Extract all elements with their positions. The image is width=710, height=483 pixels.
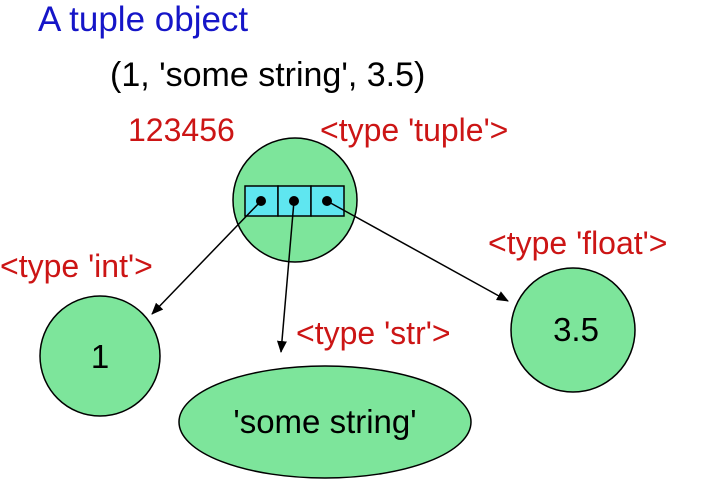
int-object-node [39,295,161,417]
arrow-to-float [326,200,509,302]
tuple-slots [244,185,345,217]
arrow-to-int [151,200,262,315]
object-id-label: 123456 [128,112,235,148]
str-object-node [178,365,472,479]
float-value: 3.5 [553,311,599,348]
float-object-node [510,267,636,393]
int-type-label: <type 'int'> [0,248,153,284]
tuple-type-label: <type 'tuple'> [320,112,508,148]
str-type-label: <type 'str'> [296,315,451,351]
int-value: 1 [91,338,109,375]
float-type-label: <type 'float'> [488,225,667,261]
str-value: 'some string' [233,403,416,440]
arrow-to-str [276,200,295,353]
diagram-title: A tuple object [38,0,248,39]
tuple-literal: (1, 'some string', 3.5) [110,56,425,94]
